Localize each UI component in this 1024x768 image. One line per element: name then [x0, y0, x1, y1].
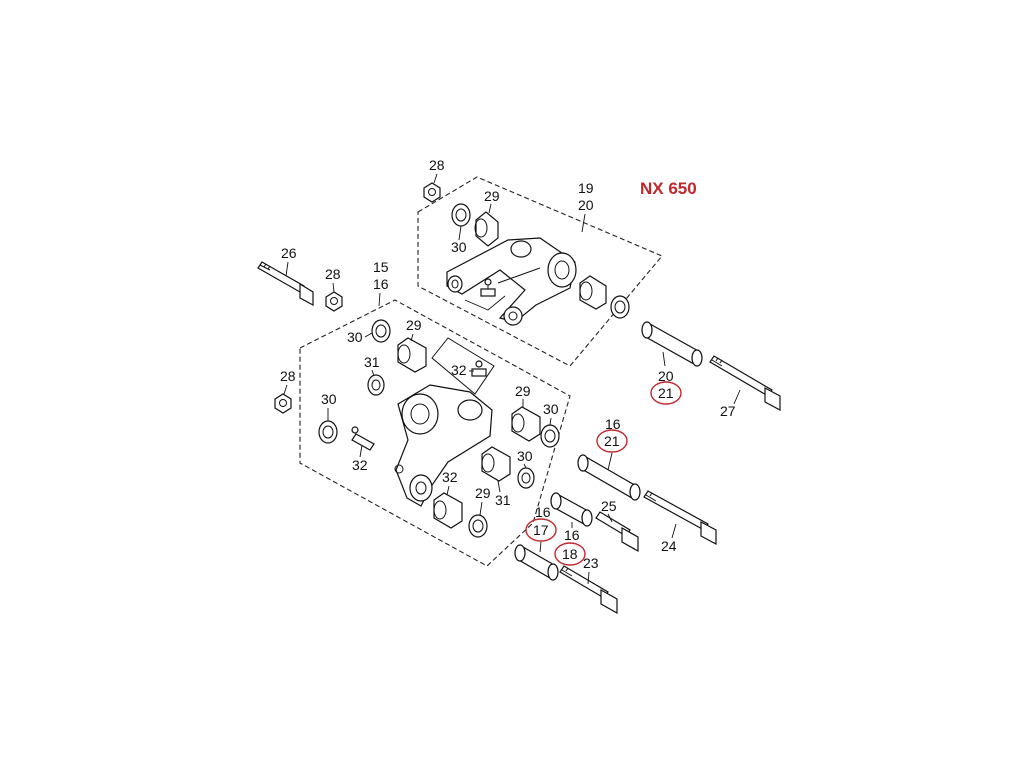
callout-15: 15	[373, 259, 389, 275]
seal-31-lower-left	[367, 374, 385, 396]
callout-32-inset: 32	[451, 362, 467, 378]
bushing-29-lower-mid	[481, 446, 511, 482]
callout-16-left: 16	[535, 504, 551, 520]
callout-30-lower-left: 30	[321, 391, 337, 407]
callout-29-upper-left: 29	[484, 188, 500, 204]
callout-16-right-top: 16	[605, 416, 621, 432]
grease-nipple-32-left	[351, 426, 375, 451]
callout-23: 23	[583, 555, 599, 571]
grease-nipple-32-upper	[480, 278, 496, 297]
seal-31-lower-right	[517, 467, 535, 489]
lower-arm-body	[394, 384, 493, 507]
callout-30-lower-right-top: 30	[543, 401, 559, 417]
bushing-29-lower-right-top	[511, 406, 541, 442]
callout-24: 24	[661, 538, 677, 554]
callout-20-upper: 20	[578, 197, 594, 213]
bushing-29-lower-top	[397, 337, 427, 373]
callout-30-lower-top: 30	[347, 329, 363, 345]
spacer-21-upper	[641, 321, 703, 367]
nut-28-middle	[325, 291, 343, 312]
callout-32-lower-left: 32	[352, 457, 368, 473]
seal-30-upper-left	[451, 203, 471, 227]
callout-30-lower-bottom: 29	[475, 485, 491, 501]
callout-27: 27	[720, 403, 736, 419]
callout-28-upper: 28	[429, 157, 445, 173]
model-title: NX 650	[640, 179, 697, 198]
bushing-29-lower-bottom	[433, 492, 463, 529]
seal-30-lower-left	[318, 420, 338, 444]
callout-29-lower-right-top: 29	[515, 383, 531, 399]
callout-26: 26	[281, 245, 297, 261]
upper-assembly-frame	[417, 176, 663, 367]
seal-30-lower-top	[371, 319, 391, 343]
bolt-24	[643, 490, 717, 545]
lower-assembly-frame	[299, 299, 571, 567]
bolt-25	[595, 511, 639, 553]
callout-29-lower-bottom: 32	[442, 469, 458, 485]
highlight-21-upper	[650, 381, 682, 405]
bushing-29-upper-left	[474, 211, 499, 247]
bolt-27	[709, 355, 781, 411]
callout-20-loose: 20	[658, 368, 674, 384]
callout-31-lower-left: 31	[364, 354, 380, 370]
callout-21-upper: 21	[658, 385, 674, 401]
highlight-18	[554, 542, 586, 566]
nut-28-left	[274, 393, 292, 414]
callout-31-lower-right: 30	[517, 448, 533, 464]
bolt-26	[257, 261, 314, 307]
highlight-17	[525, 518, 557, 542]
callout-29-lower-mid: 31	[495, 492, 511, 508]
seal-30-lower-bottom	[468, 514, 488, 538]
callout-28-middle: 28	[325, 266, 341, 282]
callout-19: 19	[578, 180, 594, 196]
upper-link-body	[446, 237, 577, 326]
callout-18: 18	[562, 546, 578, 562]
spacer-21-lower	[577, 454, 641, 501]
callout-16-middle: 16	[564, 527, 580, 543]
callout-30-upper-left: 30	[451, 239, 467, 255]
bushing-29-upper-right	[579, 275, 607, 310]
seal-30-lower-right-top	[540, 424, 560, 448]
spacer-16-middle	[550, 492, 593, 527]
callout-28-left: 28	[280, 368, 296, 384]
callout-29-lower-top: 29	[406, 317, 422, 333]
highlight-21-lower	[596, 429, 628, 453]
bolt-23	[559, 565, 618, 615]
seal-30-upper-right	[610, 295, 630, 319]
grease-nipple-32-inset	[431, 337, 495, 395]
callout-25: 25	[601, 498, 617, 514]
callout-16-lower: 16	[373, 276, 389, 292]
nut-28-upper	[423, 182, 441, 203]
callout-21-lower: 21	[604, 433, 620, 449]
callout-17: 17	[533, 522, 549, 538]
spacer-17	[514, 544, 559, 581]
